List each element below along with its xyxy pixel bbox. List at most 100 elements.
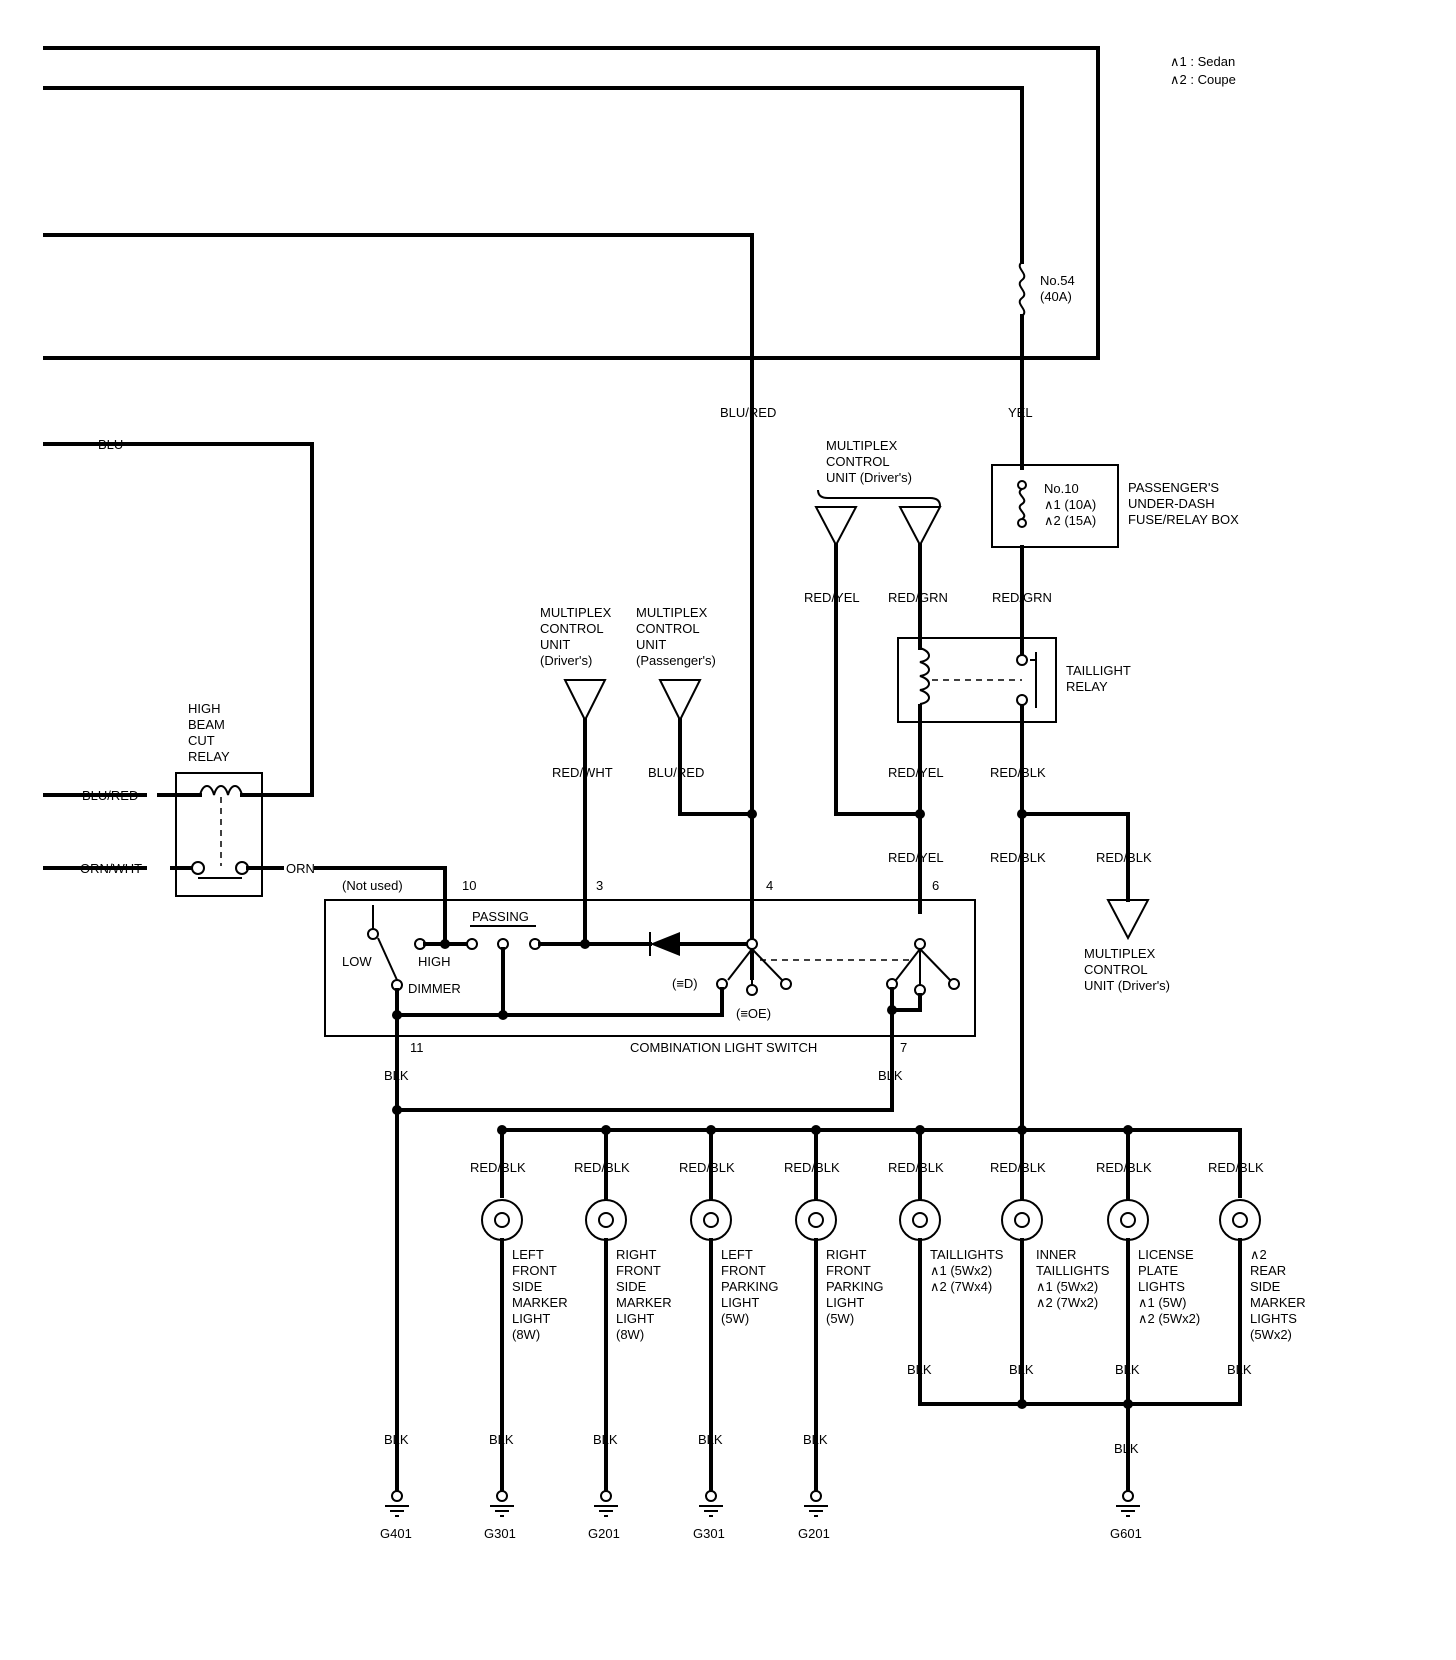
light-ground-wire: BLK [1009, 1362, 1034, 1377]
wire-red-yel-label-a: RED/YEL [804, 590, 860, 605]
light-wire-label: RED/BLK [888, 1160, 944, 1175]
mcu-right-label-3: UNIT (Driver's) [1084, 978, 1170, 993]
wire-red-wht-label: RED/WHT [552, 765, 613, 780]
fuse-no10-rating-1: ∧1 (10A) [1044, 497, 1096, 512]
headlight-rotary-switch [395, 938, 910, 1020]
light-ground-label: G201 [798, 1526, 830, 1541]
mcu-right-connector [1106, 899, 1150, 941]
fuse-no54-rating: (40A) [1040, 289, 1072, 304]
fuse-no10 [1017, 480, 1027, 528]
light-left-front-parking [690, 1125, 732, 1517]
combination-light-switch [324, 899, 976, 1037]
mcu-top-connector-right [898, 506, 942, 548]
mcu-driver-label-1: MULTIPLEX [540, 605, 612, 620]
light-label: ∧1 (5W) [1138, 1295, 1187, 1310]
mcu-passenger-label-2: CONTROL [636, 621, 700, 636]
mcu-top-connector-left [814, 506, 858, 548]
light-label: LIGHT [826, 1295, 864, 1310]
light-label: (5W) [826, 1311, 854, 1326]
wire-blu-red-mcu-label: BLU/RED [648, 765, 704, 780]
light-license-plate [1107, 1125, 1149, 1494]
light-label: LIGHT [721, 1295, 759, 1310]
mcu-top-label-2: CONTROL [826, 454, 890, 469]
fuse-no54 [1018, 261, 1026, 470]
mcu-right-label-2: CONTROL [1084, 962, 1148, 977]
light-label: RIGHT [616, 1247, 657, 1262]
light-label: TAILLIGHTS [930, 1247, 1004, 1262]
fuse-no10-rating-2: ∧2 (15A) [1044, 513, 1096, 528]
wire-yel-label: YEL [1008, 405, 1033, 420]
wire-red-grn-label-b: RED/GRN [992, 590, 1052, 605]
light-label: RIGHT [826, 1247, 867, 1262]
light-label: LEFT [512, 1247, 544, 1262]
fusebox-label-3: FUSE/RELAY BOX [1128, 512, 1239, 527]
light-label: ∧2 (5Wx2) [1138, 1311, 1200, 1326]
mcu-passenger-label-3: UNIT [636, 637, 666, 652]
switch-passing-label: PASSING [472, 909, 529, 924]
light-label: LICENSE [1138, 1247, 1194, 1262]
switch-pin-11: 11 [410, 1040, 424, 1055]
light-rear-side-marker [1219, 1199, 1261, 1406]
light-right-front-side-marker [585, 1125, 627, 1517]
light-label: FRONT [826, 1263, 871, 1278]
wire-blu-red-relay-label: BLU/RED [82, 788, 138, 803]
light-label: LEFT [721, 1247, 753, 1262]
light-ground-wire: BLK [698, 1432, 723, 1447]
light-ground-label: G201 [588, 1526, 620, 1541]
mcu-driver-label-4: (Driver's) [540, 653, 592, 668]
light-label: SIDE [512, 1279, 543, 1294]
wire-red-blk-label-b: RED/BLK [990, 850, 1046, 865]
light-right-front-parking [795, 1125, 837, 1517]
mcu-passenger-connector [658, 679, 702, 723]
light-label: MARKER [512, 1295, 568, 1310]
fusebox-label-2: UNDER-DASH [1128, 496, 1215, 511]
light-label: TAILLIGHTS [1036, 1263, 1110, 1278]
hbcr-label-4: RELAY [188, 749, 230, 764]
taillight-relay-coil [919, 647, 1022, 705]
g401-wire-label: BLK [384, 1432, 409, 1447]
switch-dimmer-label: DIMMER [408, 981, 461, 996]
switch-title: COMBINATION LIGHT SWITCH [630, 1040, 817, 1055]
switch-pin-10: 10 [462, 878, 476, 893]
legend-sedan: ∧1 : Sedan [1170, 54, 1235, 69]
switch-pin-4: 4 [766, 878, 773, 893]
light-wire-label: RED/BLK [1208, 1160, 1264, 1175]
light-ground-label: G301 [693, 1526, 725, 1541]
light-label: PARKING [826, 1279, 884, 1294]
light-wire-label: RED/BLK [784, 1160, 840, 1175]
hbcr-label-2: BEAM [188, 717, 225, 732]
mcu-passenger-label-4: (Passenger's) [636, 653, 716, 668]
switch-low-label: LOW [342, 954, 372, 969]
g401-label: G401 [380, 1526, 412, 1541]
wire-blu-label: BLU [98, 437, 123, 452]
taillight-relay-contact [1016, 652, 1037, 708]
light-label: (5W) [721, 1311, 749, 1326]
legend-coupe: ∧2 : Coupe [1170, 72, 1236, 87]
high-beam-relay-contact [43, 861, 447, 944]
switch-not-used: (Not used) [342, 878, 403, 893]
diode [649, 932, 750, 956]
parking-rotary-switch [886, 938, 960, 1015]
switch-pin-6: 6 [932, 878, 939, 893]
light-wire-label: RED/BLK [470, 1160, 526, 1175]
wire-red-yel-label-b: RED/YEL [888, 765, 944, 780]
light-label: PARKING [721, 1279, 779, 1294]
light-left-front-side-marker [481, 1125, 523, 1517]
light-label: FRONT [512, 1263, 557, 1278]
switch-high-label: HIGH [418, 954, 451, 969]
light-label: LIGHTS [1250, 1311, 1297, 1326]
light-label: LIGHT [616, 1311, 654, 1326]
wire-orn-label: ORN [286, 861, 315, 876]
light-ground-wire: BLK [803, 1432, 828, 1447]
fusebox-label-1: PASSENGER'S [1128, 480, 1219, 495]
light-label: FRONT [616, 1263, 661, 1278]
high-beam-relay-coil [43, 785, 264, 866]
high-beam-cut-relay [175, 772, 263, 897]
light-label: SIDE [616, 1279, 647, 1294]
light-label: ∧2 (7Wx2) [1036, 1295, 1098, 1310]
light-label: SIDE [1250, 1279, 1281, 1294]
switch-pos2-label: (≡OE) [736, 1006, 771, 1021]
light-label: LIGHT [512, 1311, 550, 1326]
mcu-driver-label-2: CONTROL [540, 621, 604, 636]
switch-pin-7: 7 [900, 1040, 907, 1055]
